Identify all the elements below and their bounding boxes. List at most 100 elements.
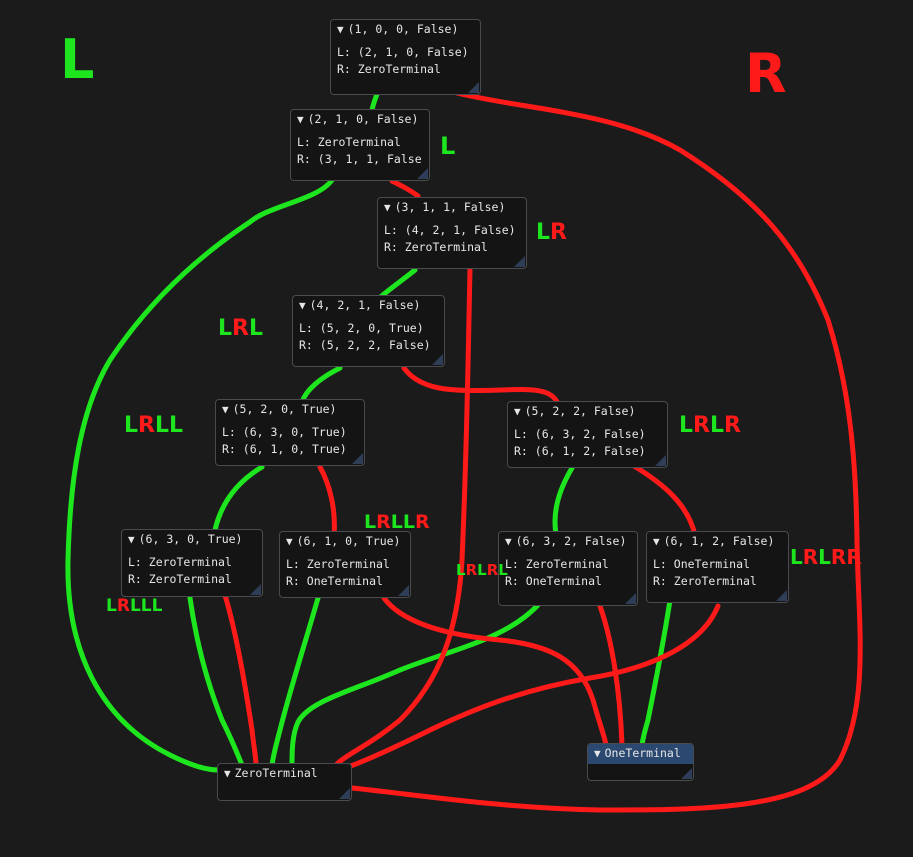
node-low-child: L: (5, 2, 0, True) [299, 321, 424, 335]
resize-grip-icon[interactable] [417, 168, 428, 179]
node-header[interactable]: ▼(5, 2, 0, True) [222, 402, 337, 416]
node-header[interactable]: ▼ZeroTerminal [224, 766, 318, 780]
annotation-path-lrlrr: LRLRR [790, 545, 862, 569]
node-header[interactable]: ▼(5, 2, 2, False) [514, 404, 636, 418]
node-high-child: R: ZeroTerminal [653, 574, 757, 588]
node-1-0-0-false[interactable]: ▼(1, 0, 0, False) L: (2, 1, 0, False) R:… [330, 19, 481, 95]
edge-low-n2-zero [65, 177, 335, 773]
edge-high-n1-zero [349, 87, 863, 813]
annotation-big-l: L [60, 28, 95, 91]
annotation-path-lr: LR [536, 220, 567, 245]
resize-grip-icon[interactable] [339, 788, 350, 799]
annotation-letter: L [709, 413, 725, 438]
annotation-path-lrlll: LRLLL [106, 596, 162, 616]
node-high-child: R: ZeroTerminal [128, 572, 232, 586]
node-one-terminal[interactable]: ▼OneTerminal [587, 743, 694, 781]
collapse-arrow-icon[interactable]: ▼ [514, 405, 521, 418]
annotation-letter: L [140, 596, 152, 616]
annotation-letter: R [846, 545, 862, 569]
collapse-arrow-icon[interactable]: ▼ [222, 403, 229, 416]
node-3-1-1-false[interactable]: ▼(3, 1, 1, False) L: (4, 2, 1, False) R:… [377, 197, 527, 269]
annotation-letter: R [724, 413, 741, 438]
resize-grip-icon[interactable] [681, 768, 692, 779]
collapse-arrow-icon[interactable]: ▼ [505, 535, 512, 548]
annotation-letter: R [550, 220, 567, 245]
node-5-2-2-false[interactable]: ▼(5, 2, 2, False) L: (6, 3, 2, False) R:… [507, 401, 668, 468]
annotation-letter: L [364, 511, 377, 533]
edge-high-n6a-zero [221, 589, 259, 768]
collapse-arrow-icon[interactable]: ▼ [594, 747, 601, 760]
node-low-child: L: (6, 3, 2, False) [514, 427, 646, 441]
node-high-child: R: (6, 1, 0, True) [222, 442, 347, 456]
edge-low-n6d-one [639, 597, 673, 748]
node-header[interactable]: ▼(3, 1, 1, False) [384, 200, 506, 214]
resize-grip-icon[interactable] [468, 82, 479, 93]
annotation-letter: L [456, 561, 466, 579]
collapse-arrow-icon[interactable]: ▼ [224, 767, 231, 780]
resize-grip-icon[interactable] [625, 593, 636, 604]
annotation-letter: L [477, 561, 487, 579]
node-6-1-2-false[interactable]: ▼(6, 1, 2, False) L: OneTerminal R: Zero… [646, 531, 789, 603]
edge-high-n4-n5b [401, 365, 561, 407]
node-header[interactable]: ▼OneTerminal [588, 744, 693, 764]
collapse-arrow-icon[interactable]: ▼ [384, 201, 391, 214]
edge-low-n5a-n6a [212, 464, 265, 533]
annotation-letter: L [790, 545, 803, 569]
node-low-child: L: OneTerminal [653, 557, 750, 571]
annotation-letter: L [129, 596, 141, 616]
resize-grip-icon[interactable] [776, 590, 787, 601]
node-header[interactable]: ▼(2, 1, 0, False) [297, 112, 419, 126]
node-low-child: L: (4, 2, 1, False) [384, 223, 516, 237]
annotation-letter: R [232, 316, 249, 341]
node-low-child: L: ZeroTerminal [286, 557, 390, 571]
node-header[interactable]: ▼(6, 1, 0, True) [286, 534, 401, 548]
resize-grip-icon[interactable] [250, 584, 261, 595]
edge-high-n6b-one [381, 595, 609, 748]
node-high-child: R: (3, 1, 1, False [297, 152, 422, 166]
resize-grip-icon[interactable] [398, 585, 409, 596]
edge-high-n5b-n6d [631, 463, 698, 538]
node-4-2-1-false[interactable]: ▼(4, 2, 1, False) L: (5, 2, 0, True) R: … [292, 295, 445, 367]
node-header[interactable]: ▼(6, 1, 2, False) [653, 534, 775, 548]
annotation-letter: L [818, 545, 831, 569]
edge-low-n4-n5a [299, 365, 343, 405]
node-6-3-2-false[interactable]: ▼(6, 3, 2, False) L: ZeroTerminal R: One… [498, 531, 638, 606]
node-low-child: L: (6, 3, 0, True) [222, 425, 347, 439]
collapse-arrow-icon[interactable]: ▼ [299, 299, 306, 312]
node-header[interactable]: ▼(6, 3, 0, True) [128, 532, 243, 546]
edge-high-n6d-zero [342, 603, 721, 771]
node-zero-terminal[interactable]: ▼ZeroTerminal [217, 763, 352, 801]
annotation-letter: L [679, 413, 694, 438]
resize-grip-icon[interactable] [514, 256, 525, 267]
collapse-arrow-icon[interactable]: ▼ [128, 533, 135, 546]
node-low-child: L: ZeroTerminal [128, 555, 232, 569]
annotation-letter: L [218, 316, 233, 341]
node-header[interactable]: ▼(6, 3, 2, False) [505, 534, 627, 548]
edge-high-n5a-n6b [317, 464, 337, 538]
node-header[interactable]: ▼(4, 2, 1, False) [299, 298, 421, 312]
resize-grip-icon[interactable] [432, 354, 443, 365]
node-2-1-0-false[interactable]: ▼(2, 1, 0, False) L: ZeroTerminal R: (3,… [290, 109, 430, 181]
annotation-letter: R [830, 545, 847, 569]
node-6-1-0-true[interactable]: ▼(6, 1, 0, True) L: ZeroTerminal R: OneT… [279, 531, 411, 598]
edge-high-n6c-one [597, 603, 625, 748]
resize-grip-icon[interactable] [655, 455, 666, 466]
edge-low-n6a-zero [187, 595, 245, 768]
collapse-arrow-icon[interactable]: ▼ [653, 535, 660, 548]
annotation-letter: R [116, 596, 130, 616]
node-high-child: R: (6, 1, 2, False) [514, 444, 646, 458]
annotation-letter: R [465, 561, 478, 579]
node-5-2-0-true[interactable]: ▼(5, 2, 0, True) L: (6, 3, 0, True) R: (… [215, 399, 365, 466]
collapse-arrow-icon[interactable]: ▼ [337, 23, 344, 36]
collapse-arrow-icon[interactable]: ▼ [297, 113, 304, 126]
annotation-path-lrl: LRL [218, 316, 263, 341]
node-high-child: R: ZeroTerminal [384, 240, 488, 254]
resize-grip-icon[interactable] [352, 453, 363, 464]
node-6-3-0-true[interactable]: ▼(6, 3, 0, True) L: ZeroTerminal R: Zero… [121, 529, 263, 597]
annotation-letter: L [154, 413, 170, 438]
node-header[interactable]: ▼(1, 0, 0, False) [337, 22, 459, 36]
annotation-letter: L [169, 413, 184, 438]
collapse-arrow-icon[interactable]: ▼ [286, 535, 293, 548]
annotation-letter: R [138, 413, 155, 438]
